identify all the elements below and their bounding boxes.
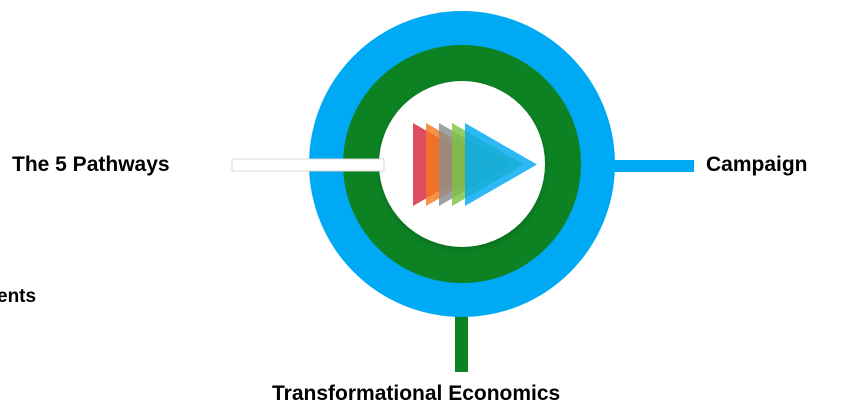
right-connector [608, 160, 694, 172]
left-connector [231, 158, 385, 172]
label-transformational-economics[interactable]: Transformational Economics [272, 382, 561, 405]
label-the-5-pathways[interactable]: The 5 Pathways [12, 153, 170, 176]
play-chevrons-logo [413, 123, 537, 206]
chevron-5 [465, 123, 537, 206]
label-campaign[interactable]: Campaign [706, 153, 808, 176]
label-partial-left[interactable]: ents [0, 286, 37, 307]
